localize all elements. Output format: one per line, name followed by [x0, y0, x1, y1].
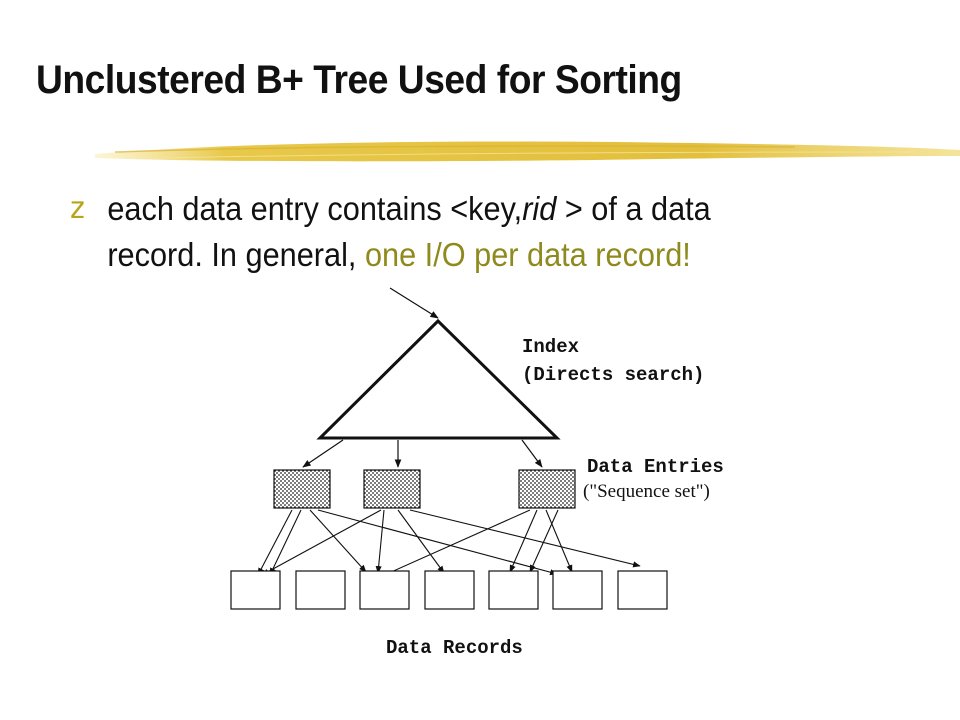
data-record-page — [552, 570, 603, 610]
title-underline-swoosh — [95, 141, 960, 162]
data-record-page — [295, 570, 346, 610]
data-record-page — [617, 570, 668, 610]
data-record-page — [359, 570, 410, 610]
data-record-page — [488, 570, 539, 610]
bullet-text-a: each data entry contains <key, — [107, 190, 523, 227]
data-record-page — [424, 570, 475, 610]
entry-to-record-arrow — [509, 509, 538, 573]
bullet-line-1: each data entry contains <key,rid > of a… — [72, 186, 816, 232]
entry-to-record-arrow — [545, 509, 573, 573]
data-record-page — [230, 570, 281, 610]
data-entry-page — [518, 469, 576, 509]
slide-title: Unclustered B+ Tree Used for Sorting — [36, 58, 682, 102]
index-sublabel: (Directs search) — [522, 364, 704, 386]
bullet-text-b: > of a data — [556, 190, 711, 227]
entry-to-record-arrow — [529, 509, 559, 573]
data-entry-page — [363, 469, 421, 509]
index-label: Index — [522, 336, 579, 358]
entry-to-record-arrow — [379, 509, 531, 578]
data-records-label: Data Records — [386, 637, 523, 659]
bullet-line-2: record. In general, one I/O per data rec… — [72, 232, 816, 278]
search-entry-arrow — [389, 287, 439, 319]
bullet-point: z each data entry contains <key,rid > of… — [70, 186, 816, 278]
index-triangle — [316, 318, 561, 440]
bullet-text-rid: rid — [522, 190, 557, 227]
entry-to-record-arrow — [375, 509, 385, 574]
bullet-text-highlight: one I/O per data record! — [364, 236, 691, 273]
bullet-marker-icon: z — [70, 191, 85, 226]
index-to-entry-arrow — [521, 439, 543, 468]
entry-to-record-arrow — [309, 509, 367, 573]
entry-to-record-arrow — [257, 509, 293, 576]
entry-to-record-arrow — [269, 509, 302, 576]
entry-to-record-arrow — [261, 509, 382, 576]
data-entries-label: Data Entries — [587, 456, 724, 478]
bullet-text-c: record. In general, — [107, 236, 365, 273]
entry-to-record-arrow — [397, 509, 445, 574]
sequence-set-label: ("Sequence set") — [583, 481, 710, 502]
entry-to-record-arrow — [317, 509, 558, 576]
data-entry-page — [273, 469, 331, 509]
index-to-entry-arrow — [302, 439, 344, 468]
